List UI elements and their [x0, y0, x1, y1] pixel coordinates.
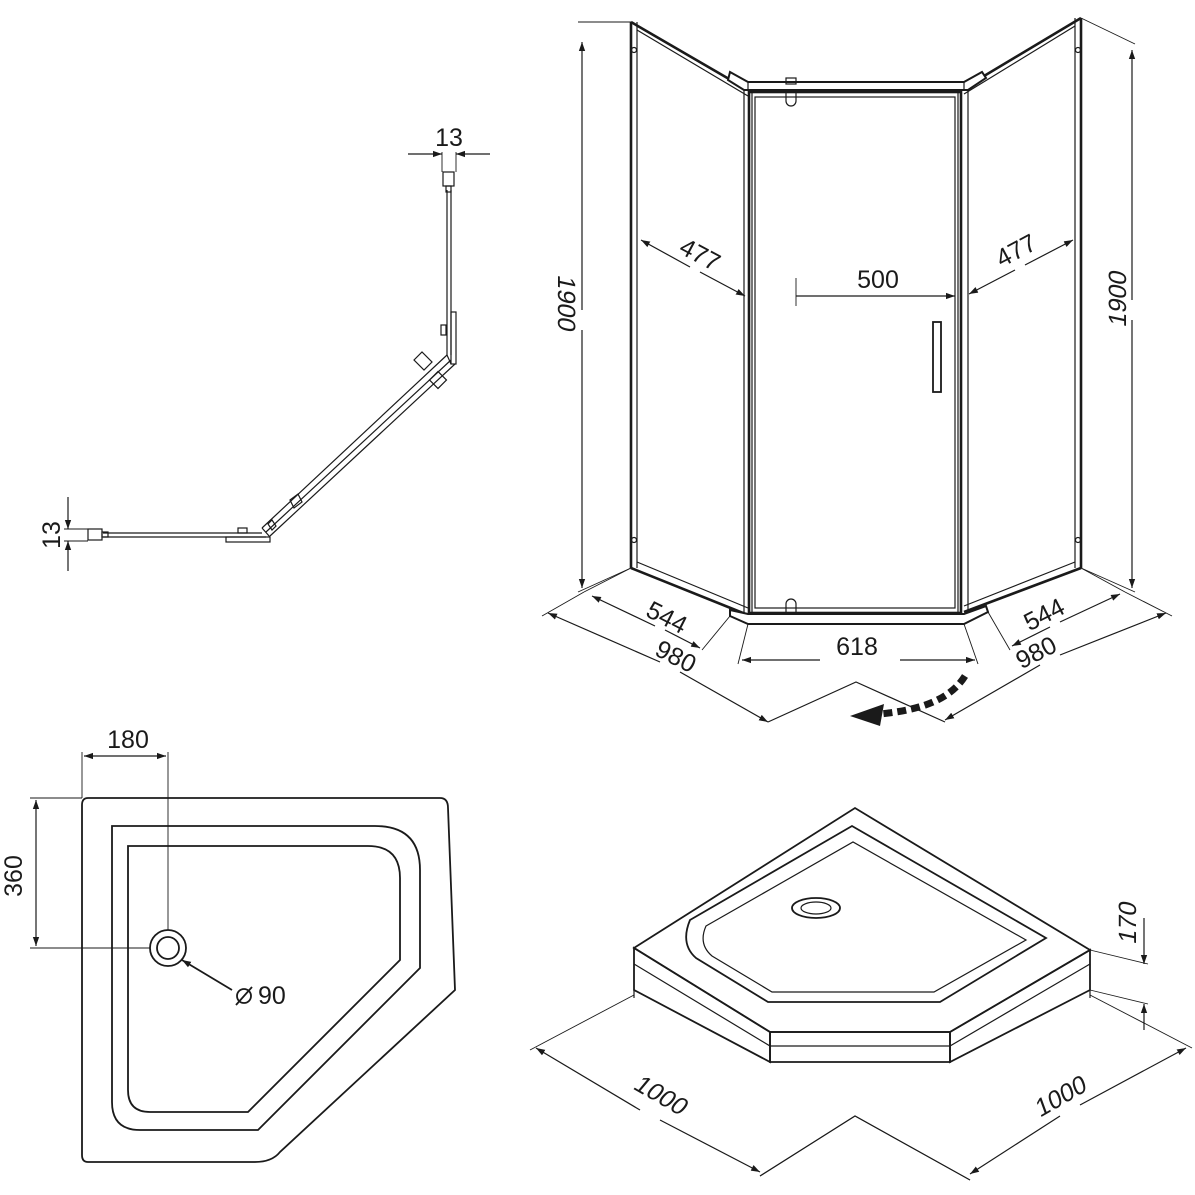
tray-iso-rim: [685, 824, 1048, 1003]
dimension-label-overall-left: 980: [651, 635, 701, 679]
dimension-gap-left: 13: [38, 497, 88, 571]
door-swing-arrow-icon: [850, 674, 968, 726]
dimension-label-side-panel-left: 477: [675, 233, 725, 277]
dimension-gap-top: 13: [408, 124, 490, 172]
top-profile: [726, 70, 988, 91]
top-view-bottom-panel: [87, 527, 271, 543]
dimension-door-base: 618: [737, 623, 979, 665]
top-view-diagonal-door: [261, 354, 456, 537]
right-side-panel: [963, 16, 1083, 614]
dimension-label-side-panel-right: 477: [991, 229, 1041, 273]
dimension-label-height-right: 1900: [1104, 268, 1132, 329]
top-hinge-icon: [785, 92, 797, 107]
dimension-drain-offset-x: 180: [81, 726, 169, 930]
dimension-label-tray-length-right: 1000: [1032, 1069, 1090, 1123]
tray-front-right-face: [949, 948, 1091, 1064]
wall-bracket-icon-left: [87, 528, 103, 541]
tray-outline: [81, 797, 456, 1163]
dimension-label-drain-offset-x: 180: [107, 726, 149, 754]
tray-plan-view: 180 360 90: [0, 726, 456, 1163]
drain-outer-icon: [149, 929, 187, 967]
diameter-symbol-icon: [235, 986, 253, 1006]
dimension-label-door-base: 618: [836, 633, 878, 661]
tray-iso-basin: [702, 841, 1028, 993]
dimension-tray-length-left: 1000: [529, 994, 856, 1177]
dimension-label-drain-diameter: 90: [258, 982, 286, 1010]
tray-top-surface: [632, 806, 1092, 1033]
dimension-tray-length-right: 1000: [854, 994, 1193, 1181]
dimension-drain-diameter: 90: [181, 959, 286, 1010]
front-view: 1900 1900 477 477 500: [541, 16, 1173, 726]
dimension-label-drain-offset-y: 360: [0, 855, 28, 897]
dimension-side-panel-right: 477: [968, 229, 1074, 295]
dimension-side-panel-left: 477: [640, 233, 746, 297]
door-handle-icon: [932, 321, 942, 393]
top-view: 13 13: [38, 124, 490, 571]
dimension-label-base-right: 544: [1019, 593, 1069, 637]
tray-iso-view: 170 1000 1000: [529, 806, 1193, 1181]
dimension-label-tray-length-left: 1000: [628, 1071, 694, 1120]
dimension-label-tray-height: 170: [1114, 899, 1142, 947]
door-panel: [747, 90, 963, 615]
drain-inner-icon: [156, 936, 180, 960]
tray-front-face: [769, 1031, 951, 1063]
dimension-drain-offset-y: 360: [0, 797, 150, 949]
dimension-label-gap-left: 13: [38, 521, 66, 549]
top-view-right-panel: [440, 171, 457, 365]
bottom-hinge-icon: [785, 598, 797, 613]
tray-iso-drain-icon: [791, 897, 841, 919]
dimension-height-right: 1900: [1080, 17, 1136, 593]
tray-floor-corner-line: [759, 1115, 971, 1181]
top-view-door-hinge: [413, 351, 452, 390]
dimension-tray-height: 170: [1089, 899, 1149, 1030]
dimension-label-base-left: 544: [642, 596, 692, 640]
dimension-label-overall-right: 980: [1011, 631, 1061, 675]
left-side-panel: [629, 20, 749, 617]
dimension-label-gap-top: 13: [435, 124, 463, 152]
bottom-profile: [729, 604, 990, 625]
tray-basin: [127, 845, 401, 1113]
dimension-height-left: 1900: [552, 21, 632, 593]
dimension-label-height-left: 1900: [552, 273, 580, 334]
dimension-door-width: 500: [795, 266, 955, 306]
dimension-label-door-width: 500: [857, 266, 899, 294]
tray-rim-inner: [111, 825, 421, 1131]
wall-bracket-icon: [442, 171, 455, 187]
